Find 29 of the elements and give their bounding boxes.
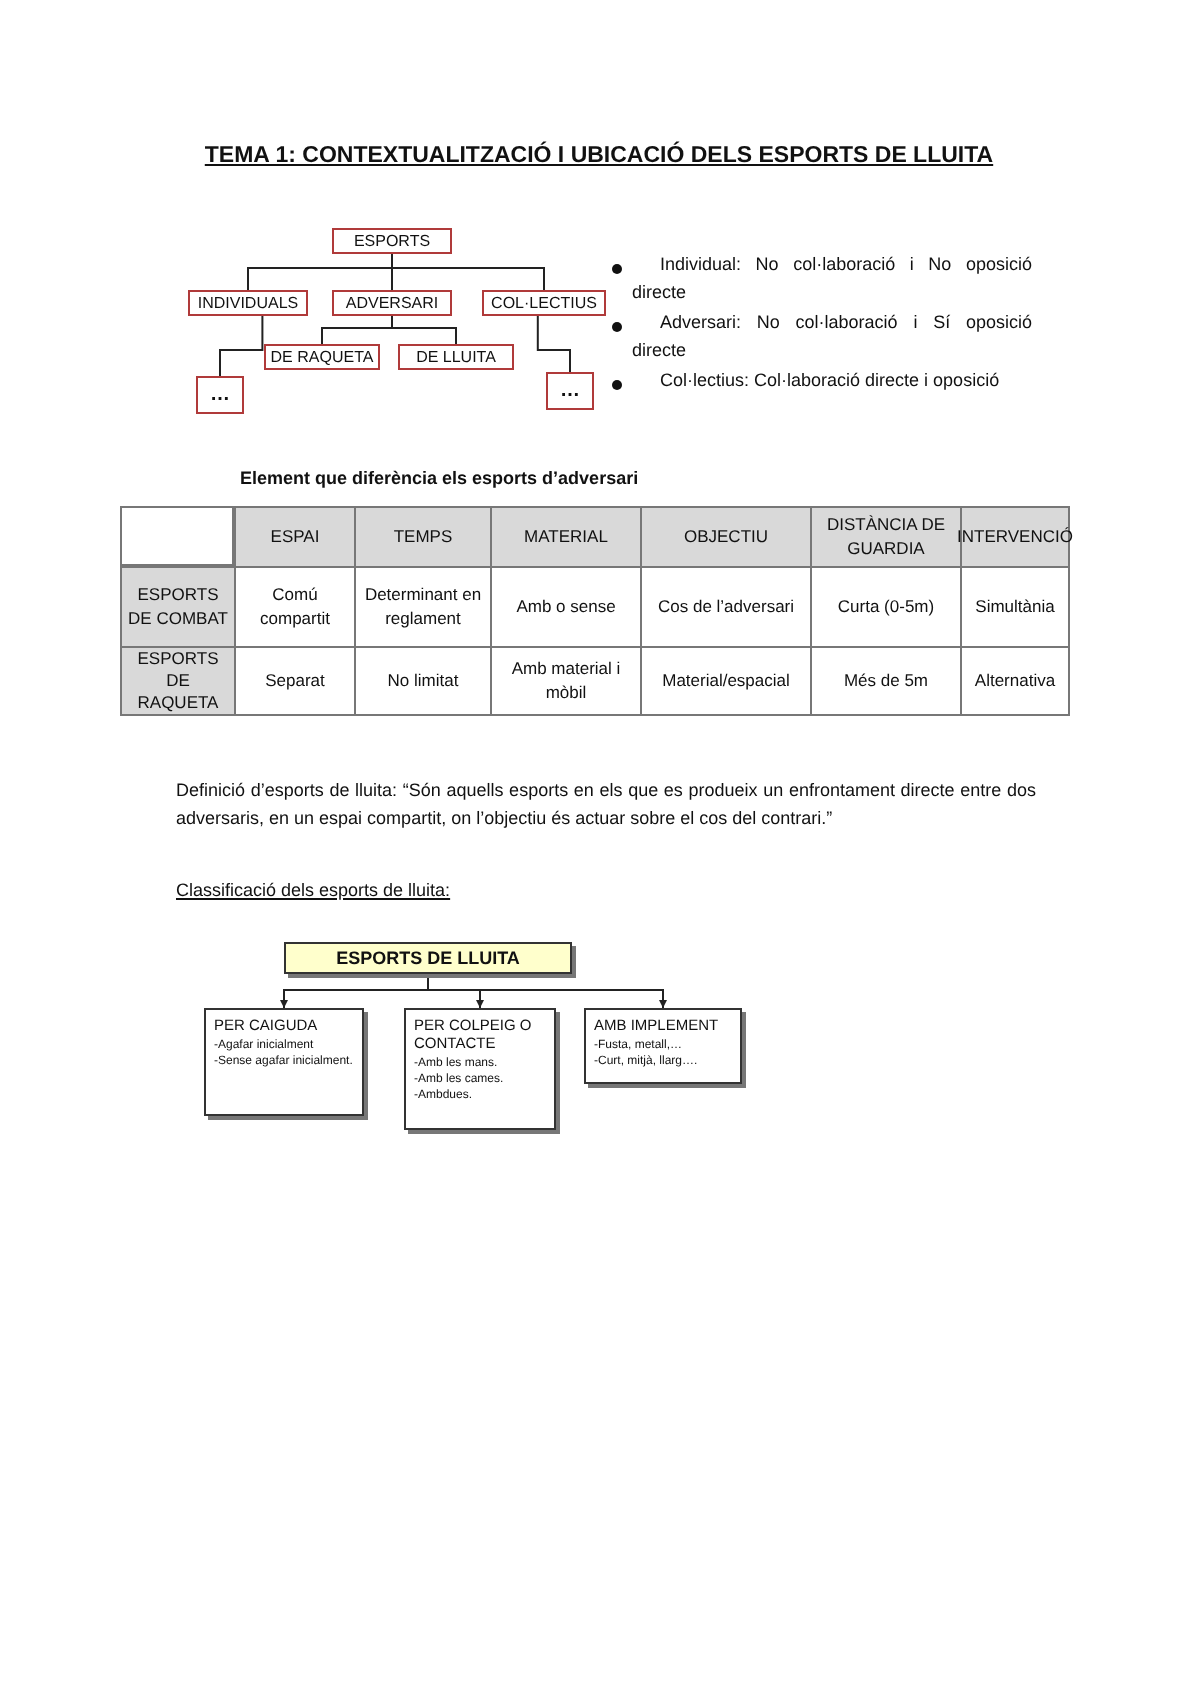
table-cell: ESPAI [234,506,356,568]
title: TEMA 1: CONTEXTUALITZACIÓ I UBICACIÓ DELS ESPORTS DE LLUITA [202,144,996,168]
placeholder-box: … [196,376,244,414]
table-cell: OBJECTIU [640,506,812,568]
category-box: DE RAQUETA [264,344,380,370]
category-box: COL·LECTIUS [482,290,606,316]
table-cell: Alternativa [960,646,1070,716]
table-cell: INTERVENCIÓ [960,506,1070,568]
category-box: DE LLUITA [398,344,514,370]
bullet-item: Adversari: No col·laboració i Sí oposició directe [632,310,1032,364]
connector-line [427,973,667,1009]
bullet-item: Col·lectius: Col·laboració directe i oposició [658,368,1002,394]
bullet-item: Individual: No col·laboració i No oposició directe [632,252,1032,306]
category-box: ESPORTS [332,228,452,254]
table-caption: Element que diferència els esports d’adversari [240,468,641,488]
table-cell: MATERIAL [490,506,642,568]
connector-line [219,315,264,377]
connector-line [536,315,571,373]
connector-line [391,315,457,345]
table-cell: DISTÀNCIA DE GUARDIA [810,506,962,568]
table-cell: ESPORTS DE COMBAT [120,566,236,648]
table-cell: ESPORTS DE RAQUETA [120,646,236,716]
heading-box: ESPORTS DE LLUITA [284,942,572,974]
category-box: ADVERSARI [332,290,452,316]
definition-paragraph: Definició d’esports de lluita: “Són aquells esports en els que es produeix un enfrontament directe entre dos adversaris, en un espai compartit, on l’objectiu és actuar sobre el cos del contrari.” [176,778,1036,833]
table-cell: TEMPS [354,506,492,568]
section-heading: Classificació dels esports de lluita: [176,880,453,900]
category-box: INDIVIDUALS [188,290,308,316]
placeholder-box: … [546,372,594,410]
